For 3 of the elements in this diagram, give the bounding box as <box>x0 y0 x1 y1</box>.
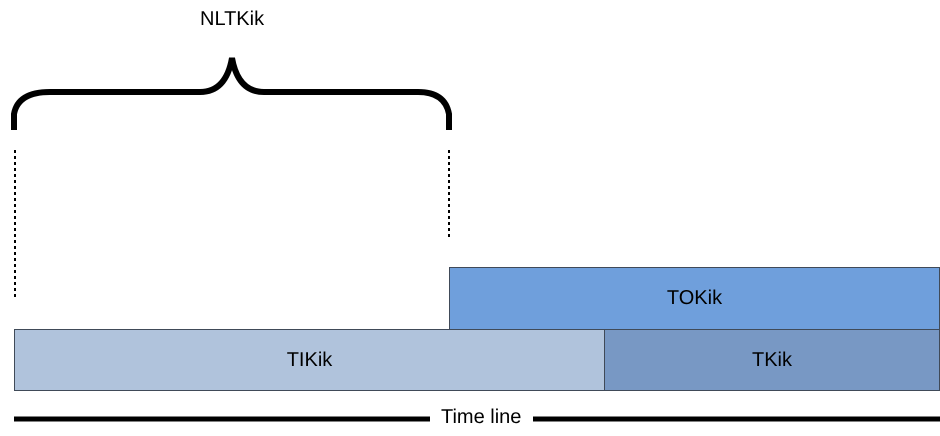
time-bar: TOKik <box>449 267 940 330</box>
time-bar: TIKik <box>14 329 605 391</box>
time-bar: TKik <box>604 329 940 391</box>
